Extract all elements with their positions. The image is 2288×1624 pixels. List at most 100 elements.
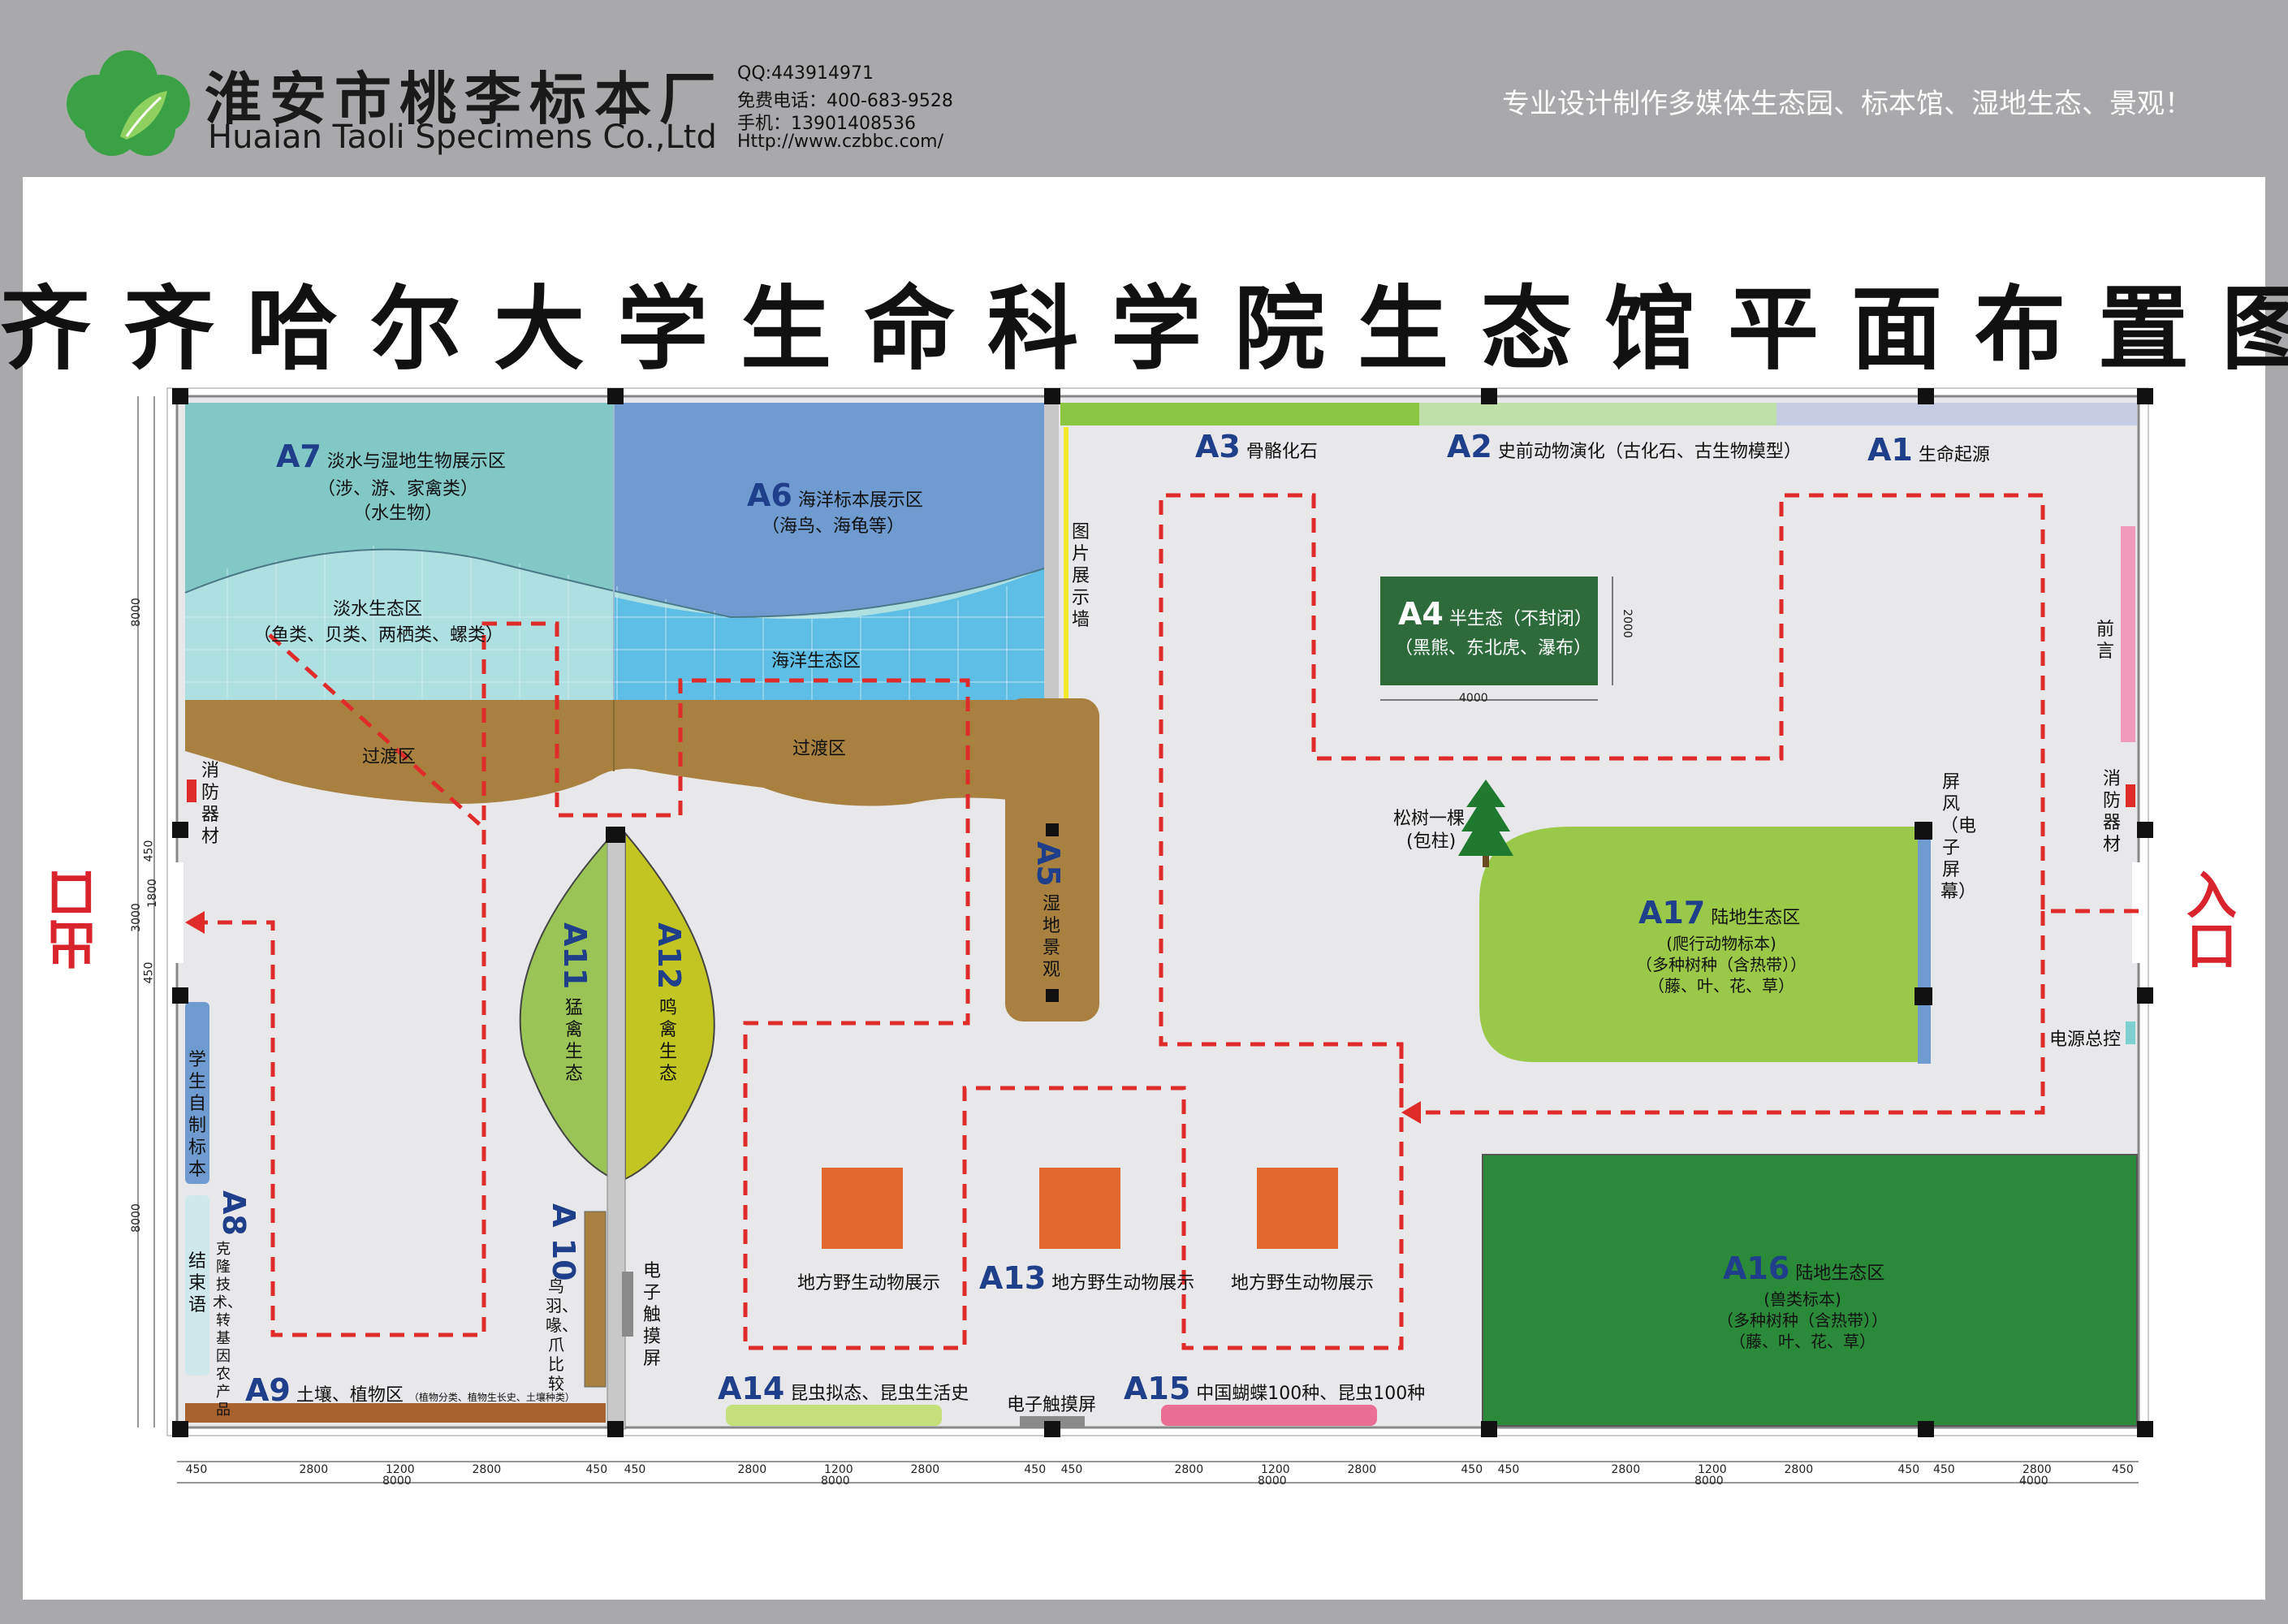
orange-display-2 (1039, 1168, 1120, 1249)
a11-code-label: A11 (557, 922, 593, 990)
fire-right-label: 消防器材 (2102, 769, 2121, 855)
a9-sub: （植物分类、植物生长史、土壤种类） (408, 1392, 575, 1403)
touch-v-label: 电子触摸屏 (642, 1261, 661, 1369)
a5-wetland (1005, 698, 1099, 1021)
exit-opening (171, 862, 183, 963)
a7-name: 淡水与湿地生物展示区 (326, 451, 506, 472)
bottom-dim-segment: 2800 (472, 1463, 502, 1476)
a6-code: A6 (747, 477, 792, 513)
left-dimension-lines (137, 396, 155, 1427)
bottom-dim-segment: 1200 (1698, 1463, 1727, 1476)
a12-leaf (624, 831, 715, 1181)
a4-code: A4 (1398, 596, 1444, 632)
a5-code-label: A5 (1030, 841, 1066, 887)
a14-strip (726, 1405, 942, 1426)
a3-code: A3 (1195, 429, 1241, 464)
a6-label: A6 海洋标本展示区 (747, 477, 923, 513)
a16-sub1: (兽类标本) (1763, 1289, 1841, 1309)
bottom-dim-segment: 450 (1932, 1463, 1955, 1476)
a5-name: 湿地景观 (1042, 894, 1060, 980)
bottom-dim-segment: 450 (585, 1463, 608, 1476)
a9-name: 土壤、植物区 (296, 1385, 404, 1406)
a8-code: A8 (216, 1190, 252, 1236)
bottom-dim-segment: 450 (2112, 1463, 2134, 1476)
a4-label: A4 半生态（不封闭） (1398, 596, 1592, 632)
a3-strip (1060, 403, 1419, 425)
a2-name: 史前动物演化（古化石、古生物模型） (1497, 442, 1802, 462)
student-specimen-board (185, 1002, 209, 1184)
pine-sub: (包柱) (1406, 831, 1457, 852)
a17-zone (1479, 827, 1918, 1062)
left-mid-dim-1: 450 (142, 840, 156, 862)
a3-name: 骨骼化石 (1245, 442, 1318, 462)
company-name-cn: 淮安市桃李标本厂 (205, 66, 724, 132)
a8-board (185, 1195, 209, 1376)
slogan: 专业设计制作多媒体生态园、标本馆、湿地生态、景观！ (1502, 88, 2192, 120)
a9-strip (185, 1403, 606, 1423)
plan-title: 齐齐哈尔大学生命科学院生态馆平面布置图 (0, 276, 2288, 382)
a8-code-label: A8 (216, 1190, 252, 1236)
a6-sub: （海鸟、海龟等） (762, 516, 905, 537)
a5-code: A5 (1030, 841, 1066, 887)
a4-sub: （黑熊、东北虎、瀑布） (1395, 638, 1592, 659)
a3-label: A3 骨骼化石 (1195, 429, 1318, 464)
touchscreen-vertical (622, 1272, 633, 1337)
a16-sub3: （藤、叶、花、草） (1729, 1332, 1876, 1351)
touch-h-label: 电子触摸屏 (1007, 1395, 1097, 1415)
a7-label: A7 淡水与湿地生物展示区 (276, 438, 506, 474)
a12-code: A12 (651, 922, 687, 990)
bottom-dim-segment: 450 (624, 1463, 646, 1476)
preface-board (2121, 526, 2135, 742)
a9-code: A9 (245, 1372, 291, 1408)
bottom-dim-span: 8000 (1694, 1475, 1724, 1488)
a2-strip (1419, 403, 1776, 425)
mobile-phone: 手机：13901408536 (737, 114, 916, 134)
bottom-dim-segment: 450 (1024, 1463, 1047, 1476)
transition-left: 过渡区 (362, 747, 417, 767)
a2-label: A2 史前动物演化（古化石、古生物模型） (1447, 429, 1802, 464)
a4-width-dim: 4000 (1459, 692, 1488, 705)
a11-leaf (519, 831, 615, 1181)
a12-name: 鸣禽生态 (658, 998, 677, 1084)
bottom-dim-segment: 450 (1497, 1463, 1520, 1476)
a17-sub2: （多种树种（含热带）） (1636, 955, 1807, 974)
a1-strip (1776, 403, 2137, 425)
bottom-dim-segment: 1200 (386, 1463, 415, 1476)
bottom-dim-span: 8000 (821, 1475, 850, 1488)
bottom-dim-segment: 2800 (1347, 1463, 1377, 1476)
left-mid-dim-3: 3000 (129, 903, 143, 932)
a9-label: A9 土壤、植物区 （植物分类、植物生长史、土壤种类） (245, 1372, 575, 1408)
freshwater-sub: （鱼类、贝类、两栖类、螺类） (253, 625, 504, 646)
a13-code: A13 (979, 1260, 1047, 1296)
a10-code-label: A 10 (546, 1203, 581, 1281)
a15-name: 中国蝴蝶100种、昆虫100种 (1196, 1384, 1426, 1404)
a17-code: A17 (1638, 895, 1706, 931)
website-link[interactable]: Http://www.czbbc.com/ (737, 132, 944, 152)
left-mid-dim-4: 450 (142, 961, 156, 984)
local-wildlife-3: 地方野生动物展示 (1231, 1273, 1375, 1294)
a15-label: A15 中国蝴蝶100种、昆虫100种 (1124, 1371, 1425, 1406)
a4-height-dim: 2000 (1620, 609, 1634, 638)
orange-display-3 (1257, 1168, 1338, 1249)
power-control-box (2126, 1021, 2135, 1044)
a16-name: 陆地生态区 (1795, 1263, 1885, 1284)
a11-code: A11 (557, 922, 593, 990)
route-arrow-a16 (1401, 1101, 1421, 1124)
pine-label: 松树一棵 (1393, 809, 1466, 829)
center-wall (607, 836, 626, 1430)
bottom-dim-segment: 450 (1461, 1463, 1483, 1476)
a14-label: A14 昆虫拟态、昆虫生活史 (718, 1371, 969, 1406)
preface-label: 前言 (2096, 620, 2114, 662)
bottom-dimension-lines (177, 1461, 2139, 1484)
a11-name: 猛禽生态 (564, 998, 583, 1084)
route-arrow-exit (185, 911, 205, 934)
a7-code: A7 (276, 438, 322, 474)
company-name-en: Huaian Taoli Specimens Co.,Ltd (208, 119, 717, 156)
a1-label: A1 生命起源 (1867, 432, 1990, 468)
a14-code: A14 (718, 1371, 785, 1406)
screen-label: 屏风（电子屏幕） (1940, 772, 1977, 902)
bottom-dim-segment: 2800 (2023, 1463, 2052, 1476)
bottom-dim-segment: 2800 (737, 1463, 767, 1476)
tree-logo-icon (67, 50, 190, 156)
